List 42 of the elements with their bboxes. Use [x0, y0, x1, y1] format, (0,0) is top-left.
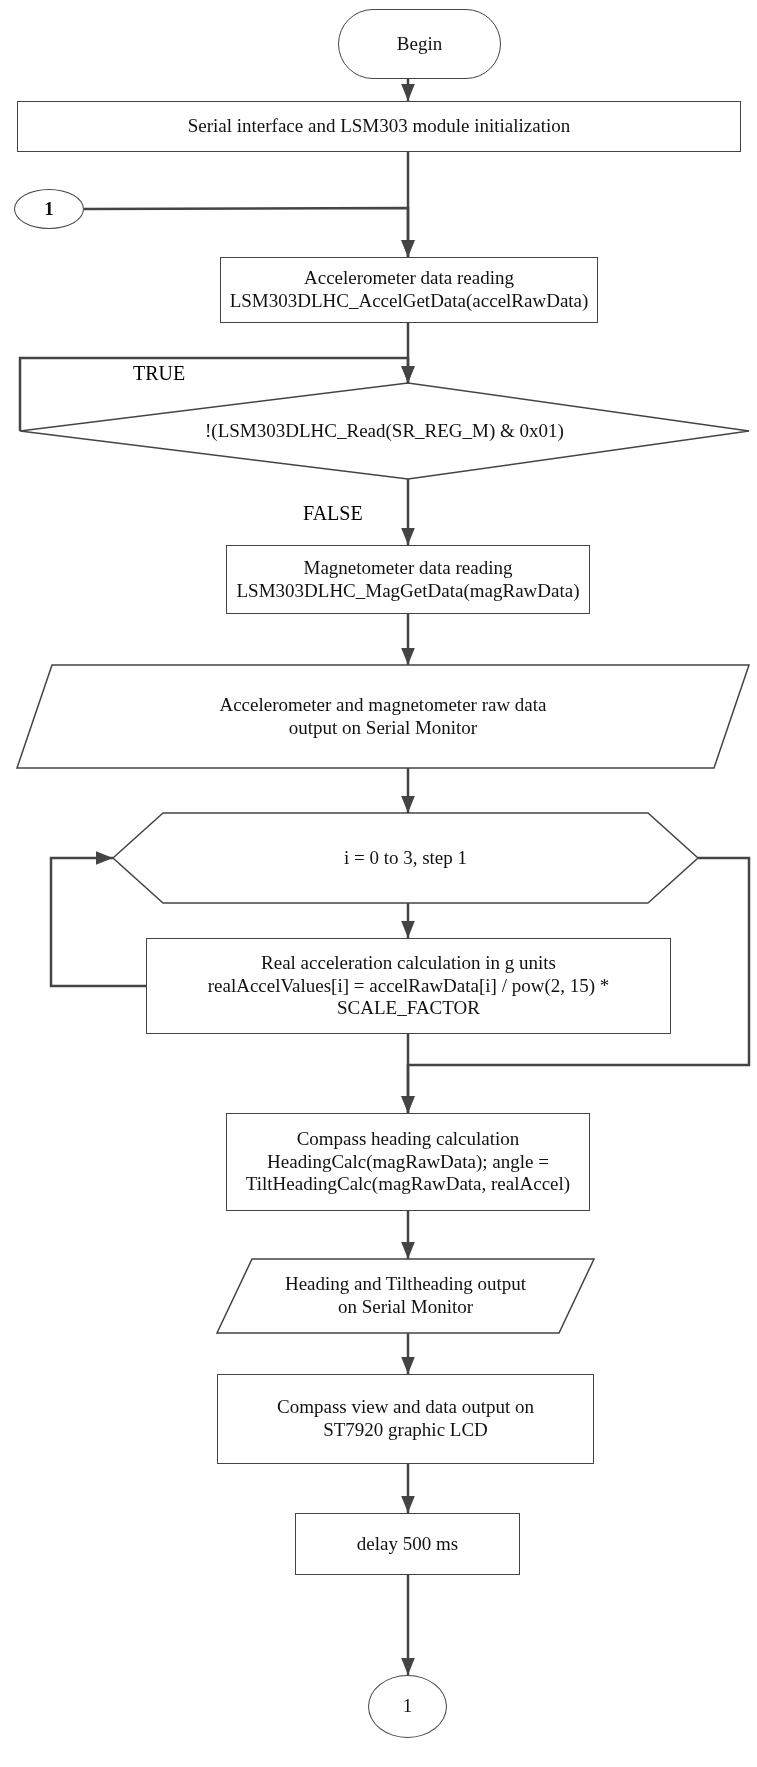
output-parallelogram [17, 665, 749, 768]
arrow [401, 614, 415, 665]
node-text: 1 [402, 1695, 413, 1718]
arrow [18, 356, 415, 431]
arrow [84, 206, 415, 257]
node-text: Begin [396, 32, 443, 56]
node-text: LSM303DLHC_AccelGetData(accelRawData) [229, 290, 589, 313]
arrow [401, 1464, 415, 1513]
process-box [226, 1113, 590, 1211]
node-text: Heading and Tiltheading output on Serial Monitor [283, 1273, 528, 1319]
loop-hexagon [113, 813, 698, 903]
arrow [401, 1575, 415, 1675]
node-text: Compass heading calculation [296, 1127, 520, 1151]
process-box [17, 101, 741, 152]
process-box [226, 545, 590, 614]
process-box [146, 938, 671, 1034]
process-box [220, 257, 598, 323]
node-text: Accelerometer and magnetometer raw data output on Serial Monitor [218, 693, 548, 740]
node-text: delay 500 ms [356, 1532, 459, 1556]
arrow [401, 856, 751, 1113]
node-text: Real acceleration calculation in g units [261, 951, 556, 975]
arrow [401, 479, 415, 545]
node-text: 1 [44, 197, 54, 221]
arrow [401, 1211, 415, 1259]
node-text: Accelerometer data reading [304, 267, 514, 290]
process-box [217, 1374, 594, 1464]
arrow [401, 79, 415, 101]
output-parallelogram [217, 1259, 594, 1333]
process-box [295, 1513, 520, 1575]
arrow [401, 768, 415, 813]
node-text: realAccelValues[i] = accelRawData[i] / pow(2, 15) * SCALE_FACTOR [206, 974, 611, 1021]
node-text: Magnetometer data reading [303, 556, 513, 580]
arrow [49, 851, 146, 988]
node-text: !(LSM303DLHC_Read(SR_REG_M) & 0x01) [205, 419, 564, 443]
node-text: Serial interface and LSM303 module initialization [187, 115, 571, 138]
node-text: Compass view and data output on ST7920 graphic LCD [276, 1396, 535, 1442]
node-text: LSM303DLHC_MagGetData(magRawData) [236, 579, 580, 603]
node-text: i = 0 to 3, step 1 [343, 846, 468, 870]
arrow [401, 1333, 415, 1374]
arrow [401, 903, 415, 938]
decision-diamond [20, 383, 749, 479]
node-text: HeadingCalc(magRawData); angle = TiltHeadingCalc(magRawData, realAccel) [244, 1150, 572, 1197]
